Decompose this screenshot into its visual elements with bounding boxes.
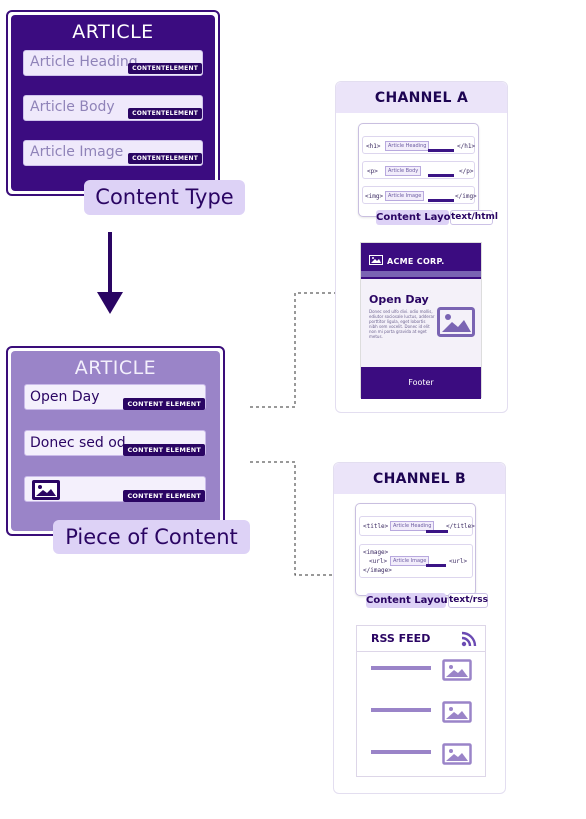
mini-badge (426, 564, 446, 567)
channel-a-title: CHANNEL A (336, 82, 507, 113)
content-field-body: Donec sed od... CONTENT ELEMENT (24, 430, 206, 456)
content-element-badge: CONTENT ELEMENT (123, 398, 205, 410)
layout-row-title: <title> Article Heading </title> (359, 516, 475, 536)
open-tag: <h1> (366, 143, 381, 150)
content-field-heading: Open Day CONTENT ELEMENT (24, 384, 206, 410)
brand-name: ACME CORP. (387, 257, 445, 266)
rss-feed-title: RSS FEED (371, 632, 431, 645)
rss-item-image-icon (442, 701, 472, 723)
preview-header: ACME CORP. (361, 243, 481, 279)
field-label: Article Body (30, 99, 115, 115)
preview-nav-bar (361, 271, 481, 277)
content-type-card: ARTICLE Article Heading CONTENTELEMENT A… (6, 10, 220, 196)
field-article-body: Article Body CONTENTELEMENT (23, 95, 203, 121)
rss-preview: RSS FEED (356, 625, 486, 777)
content-element-badge: CONTENT ELEMENT (123, 490, 205, 502)
logo-image-icon (369, 255, 383, 265)
field-article-image: Article Image CONTENTELEMENT (23, 140, 203, 166)
content-element-badge: CONTENTELEMENT (128, 153, 202, 164)
field-value: Open Day (30, 389, 100, 405)
rss-item-text (371, 708, 431, 712)
content-layout-tag: Content Layout (366, 593, 453, 608)
layout-row-p: <p> Article Body </p> (362, 161, 475, 179)
mime-type-tag: text/rss (448, 593, 488, 608)
layout-row-img: <img> Article Image </img> (362, 186, 477, 204)
preview-footer: Footer (361, 367, 481, 399)
field-chip: Article Body (385, 166, 422, 176)
field-label: Article Heading (30, 54, 138, 70)
rss-item-image-icon (442, 659, 472, 681)
field-label: Article Image (30, 144, 124, 160)
down-arrow-icon (97, 292, 123, 314)
preview-body: Donec sed ulfo divi. odio mollis, ediuto… (369, 309, 435, 339)
layout-row-image: <image> <url> </image> Article Image <ur… (359, 544, 473, 578)
url-close-tag: <url> (449, 558, 468, 565)
mini-badge (428, 149, 454, 152)
content-element-badge: CONTENTELEMENT (128, 63, 202, 74)
mini-badge (428, 174, 454, 177)
field-chip: Article Image (385, 191, 425, 201)
field-chip: Article Heading (390, 521, 435, 531)
close-tag: </img> (455, 193, 477, 200)
field-chip: Article Heading (385, 141, 430, 151)
piece-of-content-title: ARTICLE (74, 357, 157, 379)
close-tag: </title> (446, 523, 475, 530)
layout-row-h1: <h1> Article Heading </h1> (362, 136, 475, 154)
html-preview: ACME CORP. Open Day Donec sed ulfo divi.… (360, 242, 482, 399)
rss-item-image-icon (442, 743, 472, 765)
content-element-badge: CONTENTELEMENT (128, 108, 202, 119)
url-open-tag: <url> (369, 558, 388, 565)
rss-item-text (371, 750, 431, 754)
content-field-image: CONTENT ELEMENT (24, 476, 206, 502)
preview-image-icon (437, 307, 475, 337)
field-value: Donec sed od... (30, 435, 140, 451)
rss-icon (461, 631, 477, 647)
rss-divider (357, 651, 485, 652)
close-tag: </p> (459, 168, 474, 175)
image-open-tag: <image> (363, 549, 389, 556)
content-type-label: Content Type (84, 180, 245, 215)
mini-badge (428, 199, 454, 202)
channel-b-title: CHANNEL B (334, 463, 505, 494)
channel-b-content-layout: <title> Article Heading </title> <image>… (355, 503, 476, 596)
field-chip: Article Image (390, 556, 430, 566)
close-tag: </h1> (457, 143, 476, 150)
piece-of-content-label: Piece of Content (53, 520, 250, 554)
content-element-badge: CONTENT ELEMENT (123, 444, 205, 456)
open-tag: <p> (367, 168, 378, 175)
mime-type-tag: text/html (450, 210, 498, 225)
preview-heading: Open Day (369, 293, 429, 306)
image-close-tag: </image> (363, 567, 392, 574)
content-type-title: ARTICLE (72, 21, 154, 43)
rss-item-text (371, 666, 431, 670)
image-icon (32, 480, 60, 500)
open-tag: <title> (363, 523, 389, 530)
field-article-heading: Article Heading CONTENTELEMENT (23, 50, 203, 76)
channel-a-content-layout: <h1> Article Heading </h1> <p> Article B… (358, 123, 479, 217)
down-arrow-shaft (108, 232, 112, 294)
piece-of-content-card: ARTICLE Open Day CONTENT ELEMENT Donec s… (6, 346, 225, 536)
open-tag: <img> (365, 193, 384, 200)
mini-badge (426, 530, 448, 533)
content-layout-tag: Content Layout (376, 210, 463, 225)
